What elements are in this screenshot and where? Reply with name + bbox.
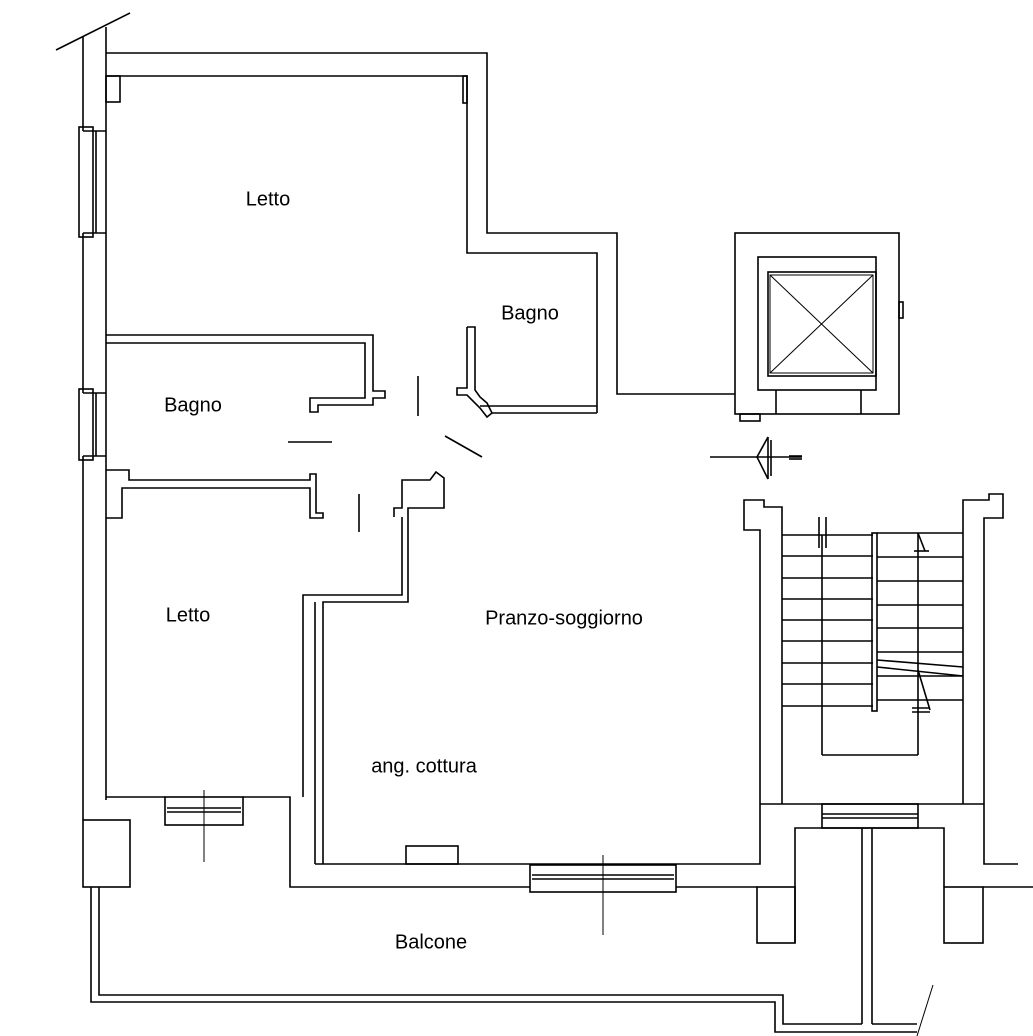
elevator <box>734 232 904 422</box>
entrance-symbol <box>710 436 802 480</box>
room-label-angolo-cottura: ang. cottura <box>371 755 477 778</box>
room-label-balcone: Balcone <box>394 931 468 954</box>
room-label-pranzo-soggiorno: Pranzo-soggiorno <box>485 607 643 630</box>
balcony-railing <box>90 827 1033 1036</box>
door-swings <box>288 376 483 532</box>
room-label-bagno: Bagno <box>164 394 222 417</box>
interior-walls <box>106 326 597 864</box>
room-label-letto: Letto <box>245 188 291 211</box>
staircase <box>743 493 1018 865</box>
room-label-letto: Letto <box>165 604 211 627</box>
exterior-walls <box>55 12 735 820</box>
south-walls-and-windows <box>82 790 761 935</box>
room-label-bagno: Bagno <box>501 302 559 325</box>
